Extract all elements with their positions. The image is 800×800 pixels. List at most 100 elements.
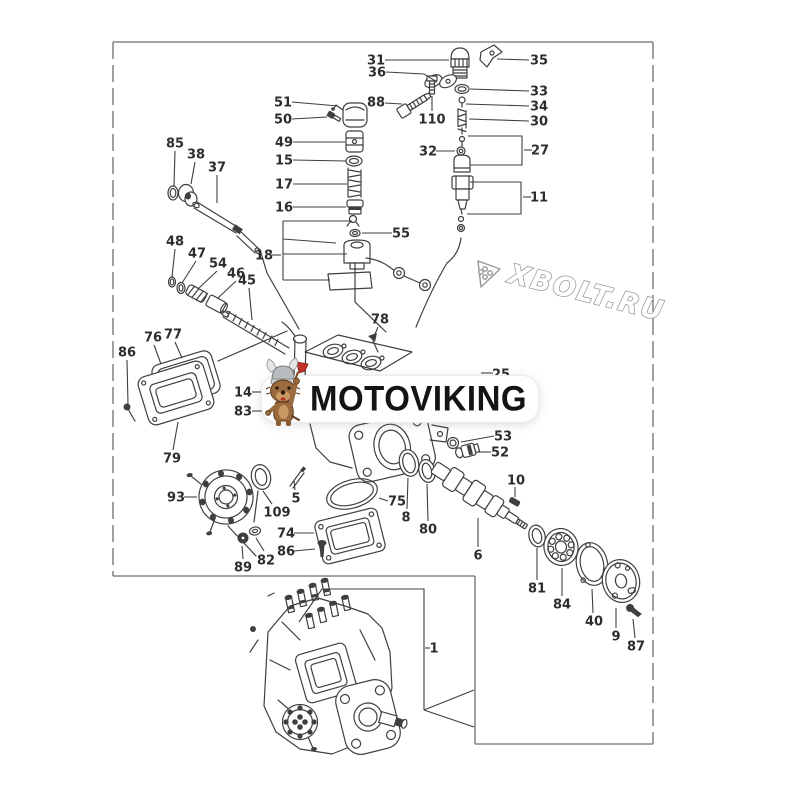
leader-46 [217,280,237,299]
callout-30: 30 [530,115,548,130]
oring-85-drawing [167,185,179,201]
callout-51: 51 [274,96,292,111]
callout-40: 40 [585,615,603,630]
leader-48 [171,248,176,278]
callout-89: 89 [234,561,252,576]
bracket-11 [467,181,522,215]
leader-88 [384,102,403,105]
callout-85: 85 [166,137,184,152]
callout-79: 79 [163,452,181,467]
leader-30 [468,118,530,122]
pipe-45-drawing [220,310,290,355]
callout-27: 27 [531,144,549,159]
leader-15 [292,159,347,162]
pump-gear-flange-drawing [281,703,319,751]
callout-52: 52 [491,446,509,461]
cap-51-drawing [331,102,368,128]
callout-80: 80 [419,523,437,538]
viking-dog-logo [265,357,309,426]
leader-47 [181,260,197,284]
delivery-valve-27-drawing [453,135,471,173]
banjo-bolt-88-drawing [396,92,432,119]
callout-88: 88 [367,96,385,111]
callout-77: 77 [164,328,182,343]
pump-output-flange-drawing [335,679,401,755]
callout-35: 35 [530,54,548,69]
leader-86 [293,548,316,552]
leader-33 [469,88,530,92]
pump-studs-drawing [284,577,352,630]
callout-33: 33 [530,85,548,100]
oring-33-drawing [454,83,470,95]
leader-78 [372,326,379,340]
callout-1: 1 [429,642,438,657]
leader-85 [173,150,176,187]
holder-49-drawing [345,130,364,153]
callout-17: 17 [275,178,293,193]
callout-9: 9 [611,630,620,645]
sleeve-46-drawing [205,294,228,314]
valve-34-drawing [458,96,466,108]
callout-81: 81 [528,582,546,597]
pump-assembly-1-drawing [249,577,408,755]
leader-36 [385,71,438,83]
callout-110: 110 [418,113,445,128]
callout-93: 93 [167,491,185,506]
callout-55: 55 [392,227,410,242]
end-cover-9-drawing [601,559,641,603]
cap-nut-31-drawing [450,47,470,79]
callout-37: 37 [208,161,226,176]
leader-45 [248,287,253,321]
bracket-18 [282,220,352,281]
callout-31: 31 [367,54,385,69]
callout-15: 15 [275,154,293,169]
leader-50 [291,116,328,120]
callout-47: 47 [188,247,206,262]
callout-86: 86 [118,346,136,361]
bolt-86b-drawing [317,540,327,557]
leader-75 [378,497,389,502]
leader-8 [406,477,409,510]
callout-84: 84 [553,598,571,613]
callout-5: 5 [291,492,300,507]
xbolt-watermark-text: XBOLT.RU [503,258,668,327]
screw-50-drawing [326,110,342,122]
spring-30-drawing [457,108,467,135]
motoviking-watermark-text: MOTOVIKING [310,378,528,419]
motoviking-watermark: MOTOVIKING [262,376,538,422]
leader-40 [591,588,594,614]
callout-109: 109 [263,506,290,521]
xbolt-watermark: XBOLT.RU [477,257,669,328]
callout-45: 45 [238,274,256,289]
callout-10: 10 [507,474,525,489]
callout-53: 53 [494,430,512,445]
leader-79 [172,421,179,451]
bracket-27 [468,135,523,166]
overflow-valve-18-drawing [327,239,432,292]
leader-35 [496,58,530,61]
callout-54: 54 [209,257,227,272]
callout-83: 83 [234,405,252,420]
leader-51 [291,101,339,107]
bolt-86-drawing [123,403,136,422]
callout-11: 11 [530,191,548,206]
leader-87 [632,618,636,639]
spring-54-drawing [185,284,209,303]
callout-78: 78 [371,313,389,328]
callout-16: 16 [275,201,293,216]
plug-52-drawing [455,442,481,459]
leader-109 [262,490,273,505]
oring-47-drawing [176,281,186,295]
side-plate-74-drawing [314,507,386,565]
spring-17-drawing [347,167,362,198]
dog-head [265,379,301,403]
callout-32: 32 [419,145,437,160]
plunger-16-drawing [346,199,364,215]
washer-82-drawing [248,526,262,536]
gasket-75-drawing [326,478,378,510]
leader-77 [174,341,183,359]
dog-body [265,377,300,426]
nut-89-drawing [237,532,249,544]
callout-18: 18 [255,249,273,264]
